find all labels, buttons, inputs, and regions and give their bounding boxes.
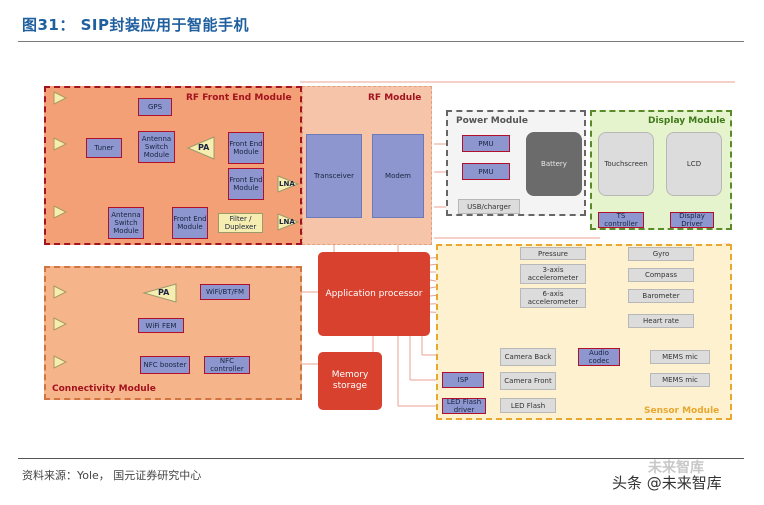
pmu-block-2: PMU [462,163,510,180]
tuner-block: Tuner [86,138,122,158]
accelerometer-6-axis: 6-axis accelerometer [520,288,586,308]
transceiver-block: Transceiver [306,134,362,218]
sensor-module-label: Sensor Module [644,406,720,416]
lna-triangle-icon-2 [277,213,300,231]
accelerometer-3-axis: 3-axis accelerometer [520,264,586,284]
compass-sensor: Compass [628,268,694,282]
modem-block: Modem [372,134,424,218]
touchscreen-block: Touchscreen [598,132,654,196]
mems-mic-2: MEMS mic [650,373,710,387]
rf-front-end-label: RF Front End Module [186,93,292,103]
antenna-icons [53,91,68,219]
led-flash-driver-block: LED Flash driver [442,398,486,414]
gyro-sensor: Gyro [628,247,694,261]
led-flash-block: LED Flash [500,398,556,413]
antenna-switch-module-1: Antenna Switch Module [138,131,175,163]
application-processor-block: Application processor [318,252,430,336]
pa-triangle-icon [186,136,215,160]
usb-charger-block: USB/charger [458,199,520,214]
heart-rate-sensor: Heart rate [628,314,694,328]
source-note: 资料来源：Yole， 国元证券研究中心 [22,469,202,482]
ts-controller-block: TS controller [598,212,644,228]
lcd-block: LCD [666,132,722,196]
display-module-label: Display Module [648,116,726,126]
display-driver-block: Display Driver [670,212,714,228]
battery-block: Battery [526,132,582,196]
lna-triangle-icon-1 [277,175,300,193]
nfc-booster-block: NFC booster [140,356,190,374]
footer-divider [18,458,744,459]
title-divider [18,41,744,42]
connectivity-module-label: Connectivity Module [52,384,156,394]
power-module-label: Power Module [456,116,528,126]
audio-codec-block: Audio codec [578,348,620,366]
antenna-icons-connectivity [53,285,68,369]
isp-block: ISP [442,372,484,388]
wifi-bt-fm-block: WiFi/BT/FM [200,284,250,300]
front-end-module-2: Front End Module [228,168,264,200]
front-end-module-1: Front End Module [228,132,264,164]
rf-module-label: RF Module [368,93,422,103]
camera-front-block: Camera Front [500,372,556,390]
lna-label-1: LNA [279,180,295,188]
watermark: 头条 @未来智库 [612,474,722,492]
filter-duplexer-block: Filter / Duplexer [218,213,263,233]
pressure-sensor: Pressure [520,247,586,260]
antenna-switch-module-2: Antenna Switch Module [108,207,144,239]
lna-label-2: LNA [279,218,295,226]
figure-title: 图31： SIP封装应用于智能手机 [22,16,249,34]
connectivity-pa-label: PA [158,288,170,297]
connectivity-pa-triangle-icon [142,283,177,303]
pmu-block-1: PMU [462,135,510,152]
pa-label: PA [198,143,210,152]
camera-back-block: Camera Back [500,348,556,366]
front-end-module-3: Front End Module [172,207,208,239]
memory-storage-block: Memory storage [318,352,382,410]
nfc-controller-block: NFC controller [204,356,250,374]
barometer-sensor: Barometer [628,289,694,303]
mems-mic-1: MEMS mic [650,350,710,364]
wifi-fem-block: WiFi FEM [138,318,184,333]
watermark-faint: 未来智库 [648,460,704,476]
gps-block: GPS [138,98,172,116]
